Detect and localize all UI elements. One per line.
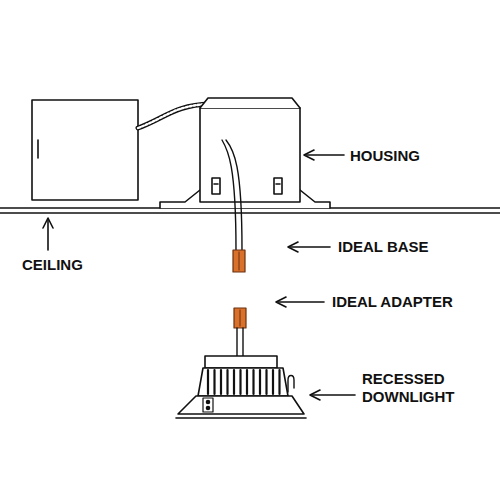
heatsink-fin bbox=[220, 370, 222, 394]
downlight-heatsink bbox=[198, 368, 288, 396]
junction-box bbox=[32, 100, 138, 200]
ideal-adapter-connector bbox=[234, 308, 246, 328]
heatsink-fin bbox=[259, 370, 261, 394]
housing-clip bbox=[274, 178, 282, 194]
leader-line bbox=[306, 154, 344, 156]
leader-line bbox=[47, 220, 49, 250]
arrowhead bbox=[43, 218, 53, 228]
leader-line bbox=[312, 394, 355, 396]
part-label: CEILING bbox=[22, 256, 83, 274]
ceiling-line bbox=[0, 212, 500, 214]
part-label: RECESSED DOWNLIGHT bbox=[362, 370, 474, 406]
arrowhead bbox=[310, 390, 320, 400]
heatsink-fin bbox=[272, 370, 274, 394]
downlight-top-plate bbox=[205, 356, 277, 368]
leader-line bbox=[290, 246, 330, 248]
heatsink-fins bbox=[208, 370, 280, 394]
heatsink-fin bbox=[252, 370, 254, 394]
housing-can bbox=[200, 108, 300, 202]
heatsink-fin bbox=[213, 370, 215, 394]
arrowhead bbox=[304, 150, 314, 160]
bracket-screw bbox=[207, 407, 210, 410]
heatsink-fin bbox=[239, 370, 241, 394]
heatsink-fin bbox=[233, 370, 235, 394]
heatsink-fin bbox=[226, 370, 228, 394]
downlight-trim-edge bbox=[176, 417, 306, 419]
heatsink-fin bbox=[278, 370, 280, 394]
heatsink-fin bbox=[246, 370, 248, 394]
heatsink-fin bbox=[265, 370, 267, 394]
clip-detail bbox=[276, 183, 280, 185]
heatsink-fin bbox=[207, 370, 209, 394]
arrowhead bbox=[288, 242, 298, 252]
ideal-base-connector bbox=[233, 250, 245, 272]
clip-detail bbox=[214, 183, 218, 185]
downlight-trim bbox=[178, 396, 304, 414]
housing-top bbox=[200, 98, 300, 108]
wire bbox=[226, 140, 242, 250]
part-label: IDEAL ADAPTER bbox=[332, 293, 453, 311]
spring-clip bbox=[288, 376, 294, 393]
wire bbox=[242, 328, 243, 356]
connector-split bbox=[240, 310, 241, 326]
part-label: HOUSING bbox=[350, 147, 420, 165]
junction-box-tab bbox=[37, 140, 39, 158]
wire bbox=[236, 328, 237, 356]
bracket-screw bbox=[207, 401, 210, 404]
leader-line bbox=[278, 301, 324, 303]
housing-clip bbox=[212, 178, 220, 194]
downlight-bracket bbox=[203, 398, 213, 412]
connector-split bbox=[239, 252, 240, 270]
arrowhead bbox=[276, 297, 286, 307]
part-label: IDEAL BASE bbox=[338, 238, 429, 256]
